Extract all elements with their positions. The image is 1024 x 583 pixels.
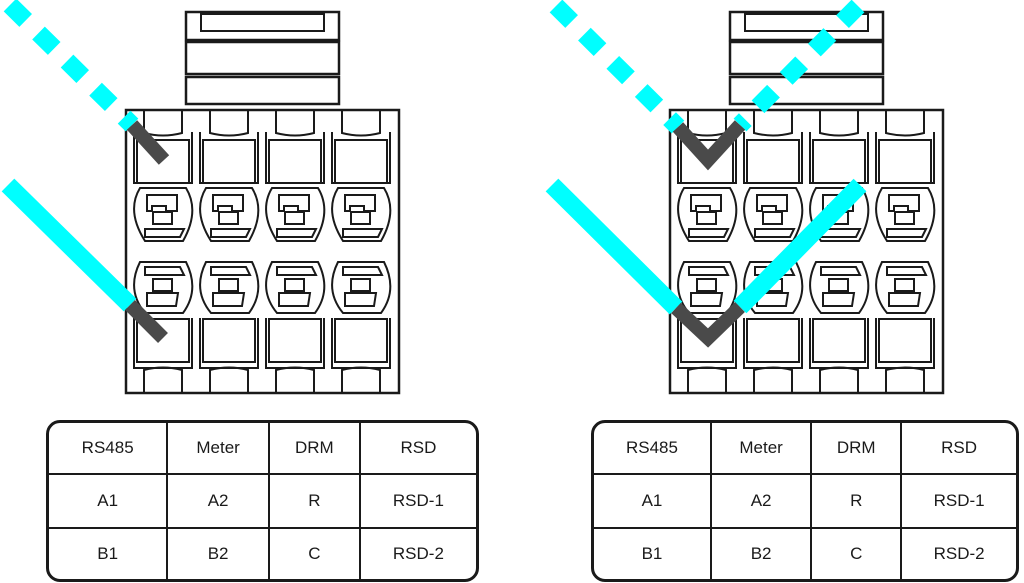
- table-cell: A1: [594, 473, 712, 529]
- table-header-row: RS485 Meter DRM RSD: [49, 423, 476, 476]
- table-cell: C: [267, 526, 361, 579]
- table-row: B1 B2 C RSD-2: [594, 526, 1016, 579]
- conductor-right-top: [672, 120, 746, 171]
- striped-wire-right-top-a: [549, 0, 685, 134]
- striped-wire-left-top: [3, 0, 170, 165]
- header-cell: RS485: [594, 423, 712, 476]
- table-cell: RSD-1: [358, 473, 476, 529]
- solid-wire-right-bottom-a: [545, 178, 683, 315]
- header-cell: RSD: [900, 423, 1016, 476]
- table-cell: A1: [49, 473, 169, 529]
- table-cell: RSD-2: [358, 526, 476, 579]
- table-cell: A2: [166, 473, 270, 529]
- conductor-right-bottom: [671, 301, 745, 348]
- solid-wire-left-bottom: [1, 178, 168, 343]
- header-cell: Meter: [709, 423, 813, 476]
- table-cell: B2: [166, 526, 270, 579]
- table-row: A1 A2 R RSD-1: [594, 473, 1016, 529]
- striped-wire-right-top-b: [733, 0, 865, 132]
- header-cell: RSD: [358, 423, 476, 476]
- solid-wire-right-bottom-b: [733, 178, 867, 314]
- table-cell: C: [810, 526, 903, 579]
- table-cell: R: [267, 473, 361, 529]
- pin-table-left: RS485 Meter DRM RSD A1 A2 R RSD-1 B1 B2 …: [46, 420, 479, 582]
- table-cell: B2: [709, 526, 813, 579]
- table-cell: B1: [594, 526, 712, 579]
- table-cell: R: [810, 473, 903, 529]
- header-cell: Meter: [166, 423, 270, 476]
- table-cell: B1: [49, 526, 169, 579]
- table-cell: RSD-1: [900, 473, 1016, 529]
- table-row: A1 A2 R RSD-1: [49, 473, 476, 529]
- connector-left: [126, 12, 399, 393]
- pin-table-right: RS485 Meter DRM RSD A1 A2 R RSD-1 B1 B2 …: [591, 420, 1019, 582]
- table-cell: RSD-2: [900, 526, 1016, 579]
- table-header-row: RS485 Meter DRM RSD: [594, 423, 1016, 476]
- header-cell: DRM: [267, 423, 361, 476]
- header-cell: RS485: [49, 423, 169, 476]
- header-cell: DRM: [810, 423, 903, 476]
- table-row: B1 B2 C RSD-2: [49, 526, 476, 579]
- table-cell: A2: [709, 473, 813, 529]
